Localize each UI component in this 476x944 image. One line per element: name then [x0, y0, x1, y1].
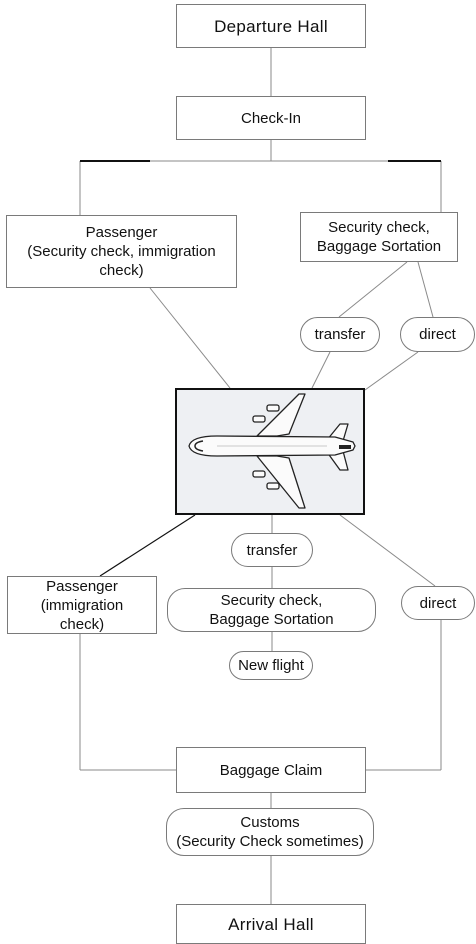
- check-in-node: Check-In: [176, 96, 366, 140]
- airplane-icon: [188, 393, 356, 509]
- passenger-immigration-node: Passenger (immigration check): [7, 576, 157, 634]
- baggage-claim-node: Baggage Claim: [176, 747, 366, 793]
- airplane-image: [175, 388, 365, 515]
- direct-node-bottom: direct: [401, 586, 475, 620]
- passenger-security-immigration-node: Passenger (Security check, immigration c…: [6, 215, 237, 288]
- direct-node-top: direct: [400, 317, 475, 352]
- transfer-node-top: transfer: [300, 317, 380, 352]
- arrival-hall-node: Arrival Hall: [176, 904, 366, 944]
- transfer-node-bottom: transfer: [231, 533, 313, 567]
- security-baggage-sortation-node-bottom: Security check, Baggage Sortation: [167, 588, 376, 632]
- new-flight-node: New flight: [229, 651, 313, 680]
- departure-hall-node: Departure Hall: [176, 4, 366, 48]
- security-baggage-sortation-node: Security check, Baggage Sortation: [300, 212, 458, 262]
- customs-node: Customs (Security Check sometimes): [166, 808, 374, 856]
